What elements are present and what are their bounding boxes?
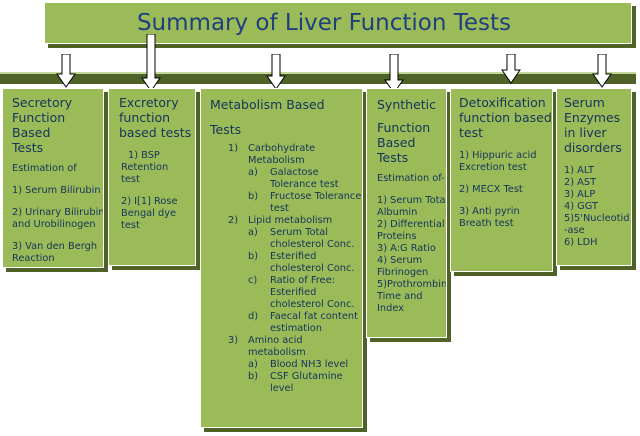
box-content: 1) ALT 2) AST 3) ALP 4) GGT 5)5'Nucleoti… (564, 165, 630, 248)
box-content: Estimation of 1) Serum Bilirubin 2) Urin… (12, 163, 104, 264)
box-content: 1) BSP Retention test 2) I[1] Rose Benga… (121, 150, 178, 231)
down-arrow-icon (266, 54, 286, 90)
box-heading: Serum Enzymes in liver disorders (564, 95, 622, 155)
down-arrow-icon (56, 54, 76, 88)
box-heading: Synthetic Function Based Tests (377, 97, 437, 165)
box-heading: Excretory function based tests (119, 95, 192, 140)
down-arrow-icon (501, 54, 521, 84)
box-heading: Secretory Function Based Tests (12, 95, 73, 155)
down-arrow-icon (592, 54, 612, 88)
down-arrow-icon (141, 34, 161, 92)
detoxification-tests-box: Detoxification function based test 1) Hi… (450, 88, 553, 272)
box-heading: Detoxification function based test (459, 95, 552, 140)
metabolism-tests-box: Metabolism Based Tests 1) Carbohydrate M… (200, 88, 363, 428)
secretory-tests-box: Secretory Function Based Tests Estimatio… (2, 88, 104, 268)
box-content: Estimation of- 1) Serum Total Albumin 2)… (377, 173, 447, 314)
connector-bar (0, 74, 636, 84)
synthetic-tests-box: Synthetic Function Based Tests Estimatio… (366, 88, 447, 338)
box-heading: Metabolism Based Tests (210, 97, 325, 137)
connector-bar-highlight (0, 72, 636, 75)
box-content: 1) Hippuric acid Excretion test 2) MECX … (459, 150, 537, 229)
serum-enzymes-box: Serum Enzymes in liver disorders 1) ALT … (556, 88, 632, 266)
title-box: Summary of Liver Function Tests (44, 2, 632, 44)
diagram-title: Summary of Liver Function Tests (136, 10, 512, 36)
down-arrow-icon (384, 54, 404, 94)
excretory-tests-box: Excretory function based tests 1) BSP Re… (108, 88, 196, 266)
